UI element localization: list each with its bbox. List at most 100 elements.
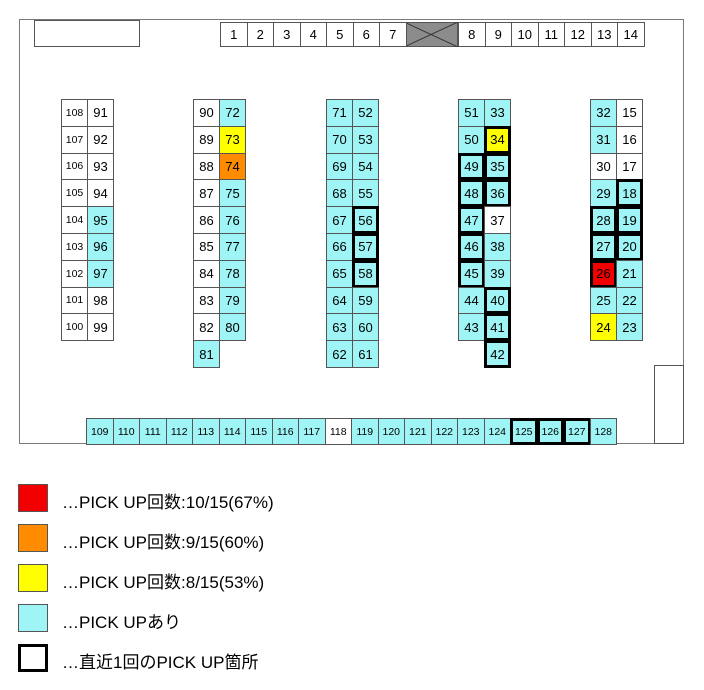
machine-30: 30 <box>590 152 617 181</box>
machine-37: 37 <box>484 206 511 234</box>
entrance-box <box>34 20 140 47</box>
machine-99: 99 <box>87 313 114 342</box>
machine-112: 112 <box>165 418 193 445</box>
machine-69: 69 <box>326 152 353 181</box>
machine-82: 82 <box>193 313 220 342</box>
machine-46: 46 <box>458 233 485 261</box>
machine-81: 81 <box>193 340 220 368</box>
machine-19: 19 <box>616 206 643 234</box>
machine-55: 55 <box>352 179 379 208</box>
machine-65: 65 <box>326 259 353 288</box>
machine-70: 70 <box>326 125 353 154</box>
machine-119: 119 <box>351 418 379 445</box>
machine-114: 114 <box>218 418 246 445</box>
machine-53: 53 <box>352 125 379 154</box>
blocked-slot-cross <box>403 21 459 48</box>
machine-111: 111 <box>139 418 167 445</box>
machine-5: 5 <box>326 22 354 47</box>
machine-41: 41 <box>484 313 511 342</box>
blocked-slot <box>403 21 459 48</box>
machine-117: 117 <box>298 418 326 445</box>
legend-item-rank1: …PICK UP回数:10/15(67%) <box>18 484 418 514</box>
machine-79: 79 <box>219 286 246 315</box>
machine-32: 32 <box>590 99 617 127</box>
machine-13: 13 <box>590 22 618 47</box>
machine-88: 88 <box>193 152 220 181</box>
machine-108: 108 <box>61 99 88 127</box>
machine-85: 85 <box>193 233 220 261</box>
machine-118: 118 <box>324 418 352 445</box>
machine-91: 91 <box>87 99 114 127</box>
machine-101: 101 <box>61 286 88 315</box>
machine-20: 20 <box>616 233 643 261</box>
machine-2: 2 <box>246 22 274 47</box>
machine-35: 35 <box>484 152 511 181</box>
machine-57: 57 <box>352 233 379 261</box>
machine-36: 36 <box>484 179 511 208</box>
machine-87: 87 <box>193 179 220 208</box>
legend-swatch-rank1 <box>18 484 48 512</box>
legend-swatch-recent <box>18 644 48 672</box>
machine-39: 39 <box>484 259 511 288</box>
legend-item-rank3: …PICK UP回数:8/15(53%) <box>18 564 418 594</box>
machine-78: 78 <box>219 259 246 288</box>
machine-104: 104 <box>61 206 88 234</box>
machine-115: 115 <box>245 418 273 445</box>
machine-48: 48 <box>458 179 485 208</box>
machine-66: 66 <box>326 233 353 261</box>
machine-76: 76 <box>219 206 246 234</box>
machine-77: 77 <box>219 233 246 261</box>
machine-61: 61 <box>352 340 379 368</box>
legend-item-rank2: …PICK UP回数:9/15(60%) <box>18 524 418 554</box>
machine-62: 62 <box>326 340 353 368</box>
machine-94: 94 <box>87 179 114 208</box>
machine-105: 105 <box>61 179 88 208</box>
machine-109: 109 <box>86 418 114 445</box>
machine-67: 67 <box>326 206 353 234</box>
machine-42: 42 <box>484 340 511 368</box>
machine-7: 7 <box>379 22 407 47</box>
machine-44: 44 <box>458 286 485 315</box>
machine-22: 22 <box>616 286 643 315</box>
machine-64: 64 <box>326 286 353 315</box>
machine-95: 95 <box>87 206 114 234</box>
machine-49: 49 <box>458 152 485 181</box>
machine-106: 106 <box>61 152 88 181</box>
machine-96: 96 <box>87 233 114 261</box>
legend-text-pickup: …PICK UPあり <box>62 613 182 632</box>
machine-60: 60 <box>352 313 379 342</box>
machine-73: 73 <box>219 125 246 154</box>
machine-40: 40 <box>484 286 511 315</box>
machine-103: 103 <box>61 233 88 261</box>
machine-38: 38 <box>484 233 511 261</box>
machine-93: 93 <box>87 152 114 181</box>
machine-17: 17 <box>616 152 643 181</box>
machine-122: 122 <box>430 418 458 445</box>
machine-4: 4 <box>299 22 327 47</box>
machine-33: 33 <box>484 99 511 127</box>
machine-56: 56 <box>352 206 379 234</box>
machine-90: 90 <box>193 99 220 127</box>
machine-1: 1 <box>220 22 248 47</box>
machine-11: 11 <box>537 22 565 47</box>
machine-110: 110 <box>112 418 140 445</box>
machine-113: 113 <box>192 418 220 445</box>
machine-24: 24 <box>590 313 617 342</box>
machine-89: 89 <box>193 125 220 154</box>
machine-31: 31 <box>590 125 617 154</box>
machine-45: 45 <box>458 259 485 288</box>
legend-text-rank2: …PICK UP回数:9/15(60%) <box>62 533 265 552</box>
machine-124: 124 <box>483 418 511 445</box>
machine-63: 63 <box>326 313 353 342</box>
legend-text-recent: …直近1回のPICK UP箇所 <box>62 653 259 672</box>
machine-28: 28 <box>590 206 617 234</box>
legend-item-recent: …直近1回のPICK UP箇所 <box>18 644 418 674</box>
machine-97: 97 <box>87 259 114 288</box>
machine-126: 126 <box>536 418 564 445</box>
machine-12: 12 <box>564 22 592 47</box>
machine-71: 71 <box>326 99 353 127</box>
legend-swatch-pickup <box>18 604 48 632</box>
machine-72: 72 <box>219 99 246 127</box>
machine-50: 50 <box>458 125 485 154</box>
machine-26: 26 <box>590 259 617 288</box>
